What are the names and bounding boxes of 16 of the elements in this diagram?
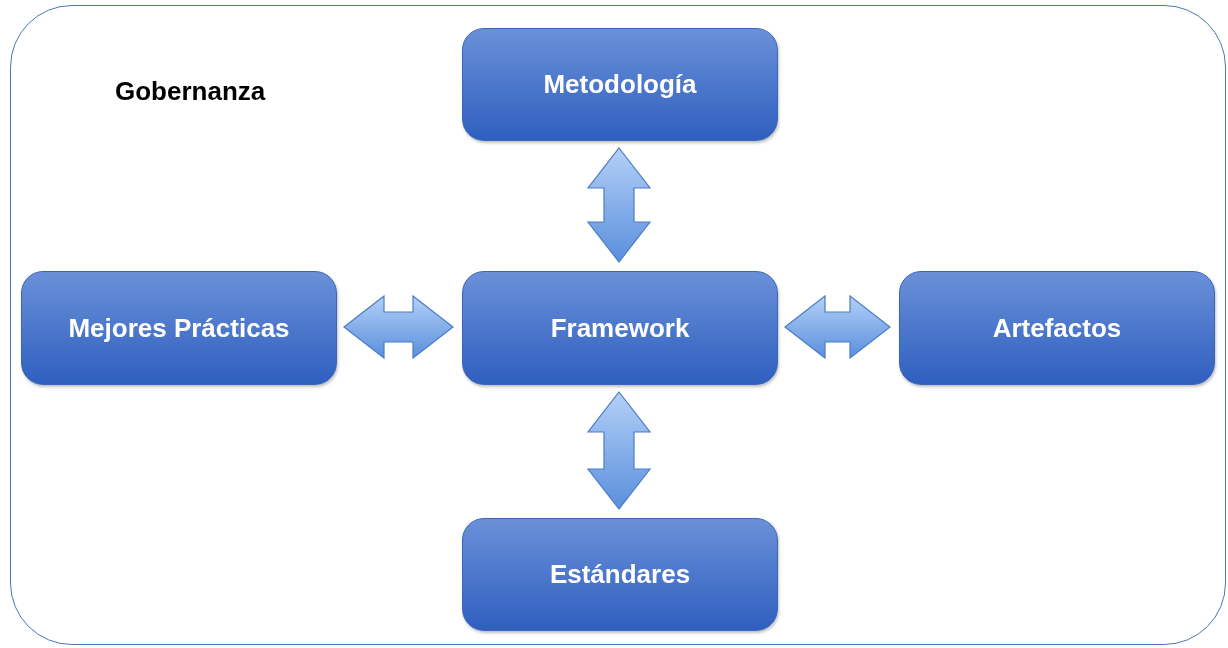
double-block-arrow	[343, 294, 454, 360]
process-box	[462, 271, 778, 385]
double-block-arrow	[784, 294, 891, 360]
box-label: Mejores Prácticas	[68, 311, 290, 345]
process-box	[899, 271, 1215, 385]
box-label: Estándares	[549, 558, 691, 591]
box-label: Metodología	[543, 68, 697, 101]
container-box	[10, 5, 1226, 645]
double-block-arrow	[586, 147, 652, 263]
double-block-arrow	[586, 391, 652, 510]
box-label: Artefactos	[992, 311, 1122, 345]
heading: Gobernanza	[115, 76, 266, 107]
process-box	[21, 271, 337, 385]
process-box	[462, 28, 778, 141]
process-box	[462, 518, 778, 631]
box-label: Framework	[550, 311, 690, 345]
